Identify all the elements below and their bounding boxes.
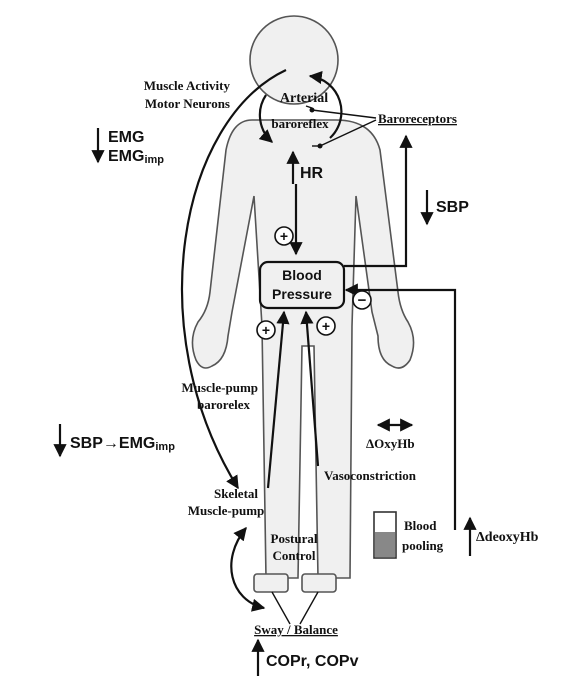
right-foot <box>301 573 337 593</box>
svg-text:+: + <box>262 322 270 338</box>
blood-pooling-label: Blood <box>404 518 437 533</box>
left-foot-sway-line <box>271 591 291 625</box>
muscle-pump-2-label: Muscle-pump <box>188 503 265 518</box>
oxyhb-label: ΔOxyHb <box>366 436 415 451</box>
svg-text:−: − <box>358 292 367 309</box>
vasoconstriction-arrow <box>300 310 320 467</box>
right-foot-sway-line <box>299 591 319 625</box>
minus-circle-bp: − <box>352 290 372 310</box>
hr-label: HR <box>300 165 324 182</box>
pooling-label: pooling <box>402 538 444 553</box>
arterial-label: Arterial <box>280 91 328 106</box>
muscle-activity-label: Muscle Activity <box>144 78 231 93</box>
barorelex-label: barorelex <box>197 397 250 412</box>
pressure-label: Pressure <box>272 286 332 302</box>
muscle-pump-arrow <box>266 310 290 489</box>
motor-neurons-label: Motor Neurons <box>145 96 230 111</box>
vasoconstriction-label: Vasoconstriction <box>324 468 417 483</box>
baroreceptor-line-2 <box>319 119 377 147</box>
baroreceptor-bp-link <box>344 134 413 268</box>
plus-circle-right-leg: + <box>316 316 336 336</box>
plus-circle-hr: + <box>274 226 294 246</box>
baroreflex-loop <box>258 70 343 147</box>
plus-circle-left-leg: + <box>256 320 276 340</box>
blood-pooling-feedback <box>344 283 457 530</box>
torso-shape <box>191 119 415 579</box>
emg-label: EMG <box>108 129 144 146</box>
baroreceptors-label: Baroreceptors <box>378 111 457 126</box>
postural-label: Postural <box>271 531 318 546</box>
cop-label: COPr, COPv <box>266 653 359 670</box>
sbp-label: SBP <box>436 199 469 216</box>
muscle-pump-label: Muscle-pump <box>181 380 258 395</box>
emg-imp-label: EMGimp <box>108 148 164 166</box>
blood-pressure-box <box>258 260 346 310</box>
svg-text:+: + <box>280 228 288 244</box>
skeletal-label: Skeletal <box>214 486 258 501</box>
svg-text:+: + <box>322 318 330 334</box>
blood-label: Blood <box>282 267 322 283</box>
control-label: Control <box>272 548 315 563</box>
beaker-icon <box>373 511 397 559</box>
baroreflex-label: baroreflex <box>271 116 329 131</box>
deoxyhb-label: ΔdeoxyHb <box>476 530 539 545</box>
sway-balance-label: Sway / Balance <box>254 622 338 637</box>
sbp-emg-label: SBP→EMGimp <box>70 435 175 453</box>
left-foot <box>253 573 289 593</box>
motor-arc <box>180 69 287 490</box>
baroreceptor-line-1 <box>311 109 377 119</box>
pump-sway-link <box>230 526 266 612</box>
